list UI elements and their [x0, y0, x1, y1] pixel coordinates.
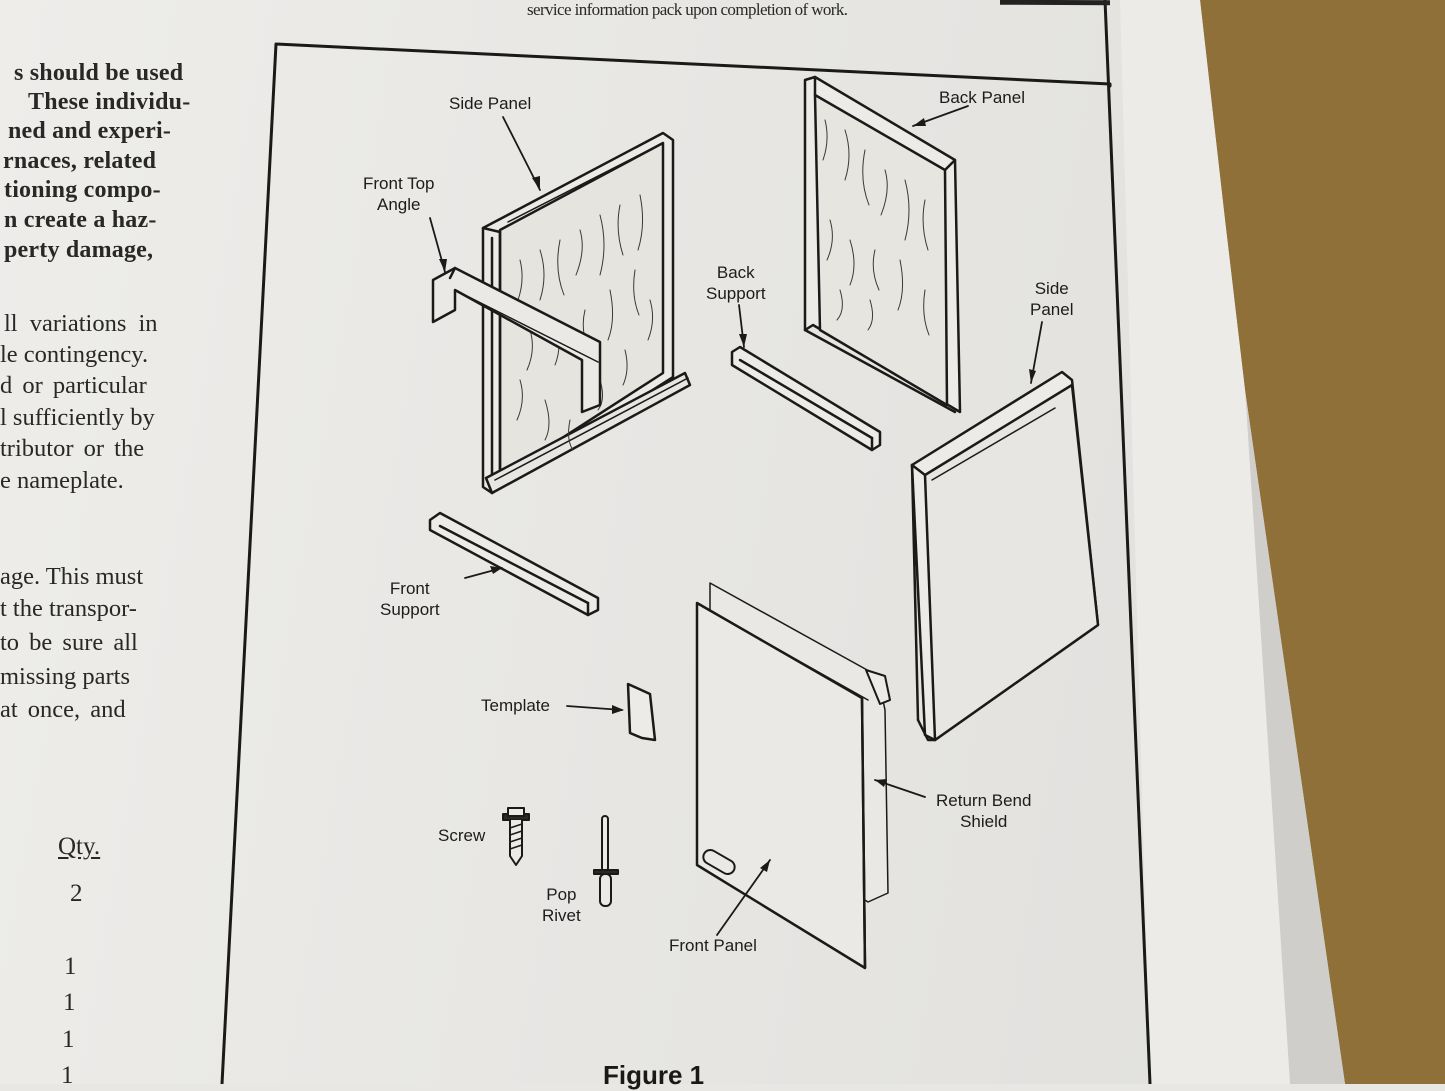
figure-frame [220, 42, 1112, 1084]
text-line: age. This must [0, 563, 144, 590]
front-support-drawing [428, 511, 600, 617]
label-front-panel: Front Panel [669, 936, 757, 955]
qty-column-header: Qty. [58, 833, 101, 860]
label-front-top-angle: Front Top Angle [363, 173, 435, 215]
front-panel-drawing [695, 582, 891, 970]
text-line: missing parts [0, 663, 130, 690]
label-screw: Screw [438, 826, 486, 845]
text-line: ned and experi- [8, 118, 172, 144]
text-line: e nameplate. [0, 467, 124, 494]
top-note: service information pack upon completion… [527, 0, 848, 19]
text-line: n create a haz- [4, 207, 157, 233]
label-line: Support [706, 284, 766, 303]
template-drawing [626, 682, 657, 742]
label-back-support: Back Support [706, 262, 766, 304]
left-side-panel-drawing [481, 131, 692, 495]
label-line: Side [1034, 279, 1069, 298]
label-line: Rivet [542, 906, 581, 925]
label-line: Back [716, 263, 755, 282]
label-line: Return Bend [936, 791, 1032, 810]
text-line: l sufficiently by [0, 404, 155, 431]
text-line: ll variations in [4, 310, 158, 337]
insulation-texture [822, 119, 930, 336]
qty-value: 1 [62, 1026, 75, 1053]
label-template: Template [481, 696, 550, 715]
label-line: Front [389, 579, 430, 598]
page-margin-rule [1103, 0, 1152, 1084]
label-line: Shield [960, 812, 1008, 831]
qty-value: 1 [63, 989, 76, 1016]
back-panel-drawing [803, 75, 962, 414]
label-side-panel-right: Side Panel [1030, 278, 1073, 320]
label-line: Front Top [363, 174, 435, 193]
text-line: tributor or the [0, 435, 145, 462]
text-line: tioning compo- [4, 177, 161, 203]
qty-value: 1 [61, 1062, 74, 1089]
text-line: perty damage, [4, 237, 154, 263]
label-line: Panel [1030, 300, 1074, 319]
label-pop-rivet: Pop Rivet [542, 884, 581, 926]
right-side-panel-drawing [910, 370, 1100, 742]
label-line: Angle [377, 195, 421, 214]
qty-value: 2 [70, 880, 83, 907]
label-side-panel-left: Side Panel [449, 94, 532, 113]
front-top-angle-drawing [431, 266, 602, 414]
pop-rivet-icon [593, 815, 619, 907]
label-line: Pop [546, 885, 577, 904]
text-line: t the transpor- [0, 595, 137, 622]
text-line: rnaces, related [3, 148, 157, 174]
text-line: d or particular [0, 372, 147, 399]
text-line: at once, and [0, 696, 126, 723]
text-line: to be sure all [0, 629, 138, 656]
label-front-support: Front Support [380, 578, 440, 620]
screw-icon [502, 807, 530, 866]
label-back-panel: Back Panel [939, 88, 1025, 107]
figure-caption: Figure 1 [603, 1060, 705, 1090]
text-line: le contingency. [0, 341, 149, 368]
label-return-bend-shield: Return Bend Shield [936, 790, 1031, 832]
text-line: s should be used [14, 60, 184, 86]
arrow-heads [439, 118, 1036, 872]
label-line: Support [380, 600, 440, 619]
qty-value: 1 [64, 953, 77, 980]
text-line: These individu- [28, 89, 191, 115]
back-support-drawing [730, 345, 882, 452]
